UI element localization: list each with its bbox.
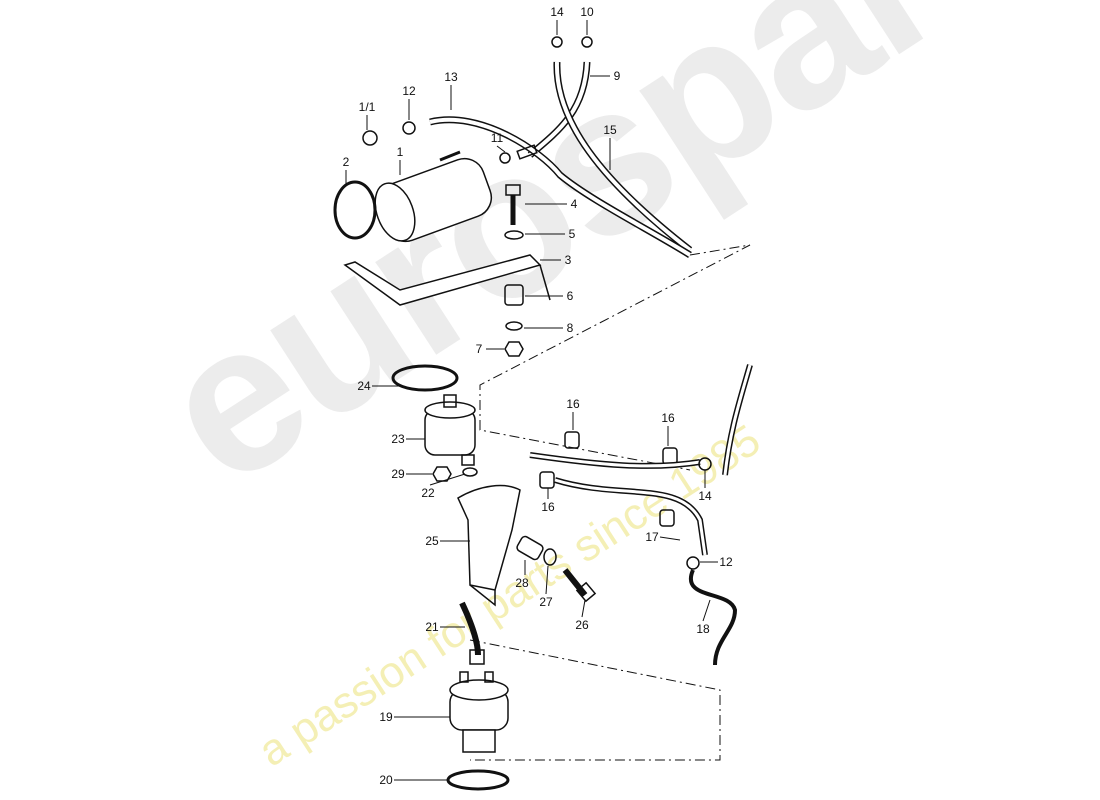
callout-7: 7	[475, 342, 483, 356]
callout-25: 25	[425, 534, 439, 548]
callout-9: 9	[613, 69, 621, 83]
clamp-2	[333, 180, 377, 240]
callout-2: 2	[342, 155, 350, 169]
sleeve-28	[516, 535, 544, 561]
clip-14-top	[551, 36, 563, 48]
callout-6: 6	[566, 289, 574, 303]
washer-8	[505, 321, 523, 331]
accumulator-19	[449, 671, 509, 753]
clamp-14b	[698, 457, 712, 471]
callout-15: 15	[603, 123, 617, 137]
callout-5: 5	[568, 227, 576, 241]
callout-16: 16	[541, 500, 555, 514]
fuel-filter-23	[424, 394, 476, 466]
callout-24: 24	[357, 379, 371, 393]
pipe-21	[459, 601, 481, 656]
callout-21: 21	[425, 620, 439, 634]
bolt-26	[562, 568, 588, 597]
callout-26: 26	[575, 618, 589, 632]
callout-10: 10	[580, 5, 594, 19]
sleeve-16b	[662, 447, 678, 465]
fuel-pump-1	[374, 150, 493, 243]
sleeve-16c	[539, 471, 555, 489]
callout-12: 12	[719, 555, 733, 569]
callout-28: 28	[515, 576, 529, 590]
nut-7	[504, 341, 524, 357]
fitting-17	[659, 509, 675, 527]
nut-29	[432, 466, 452, 482]
callout-11: 11	[490, 131, 504, 145]
callout-14: 14	[550, 5, 564, 19]
clamp-24	[391, 364, 459, 392]
banjo-1-1	[362, 130, 378, 146]
washer-27	[543, 548, 557, 566]
callout-23: 23	[391, 432, 405, 446]
leader-lines	[345, 20, 718, 781]
callout-22: 22	[421, 486, 435, 500]
callout-1-1: 1/1	[358, 100, 376, 114]
hose-14	[553, 61, 693, 253]
callout-12: 12	[402, 84, 416, 98]
bracket-25	[457, 484, 521, 591]
bracket-3	[343, 254, 542, 306]
callout-3: 3	[564, 253, 572, 267]
clamp-12	[402, 121, 416, 135]
washer-22	[462, 467, 478, 477]
callout-1: 1	[396, 145, 404, 159]
callout-14: 14	[698, 489, 712, 503]
clamp-20	[446, 769, 510, 791]
callout-18: 18	[696, 622, 710, 636]
line-18	[688, 569, 738, 666]
callout-27: 27	[539, 595, 553, 609]
callout-4: 4	[570, 197, 578, 211]
callout-17: 17	[645, 530, 659, 544]
callout-8: 8	[566, 321, 574, 335]
callout-16: 16	[661, 411, 675, 425]
sleeve-16a	[564, 431, 580, 449]
washer-5	[504, 230, 524, 240]
callout-20: 20	[379, 773, 393, 787]
clamp-12b	[686, 556, 700, 570]
clip-10-top	[581, 36, 593, 48]
callout-19: 19	[379, 710, 393, 724]
mount-6	[504, 284, 524, 306]
callout-16: 16	[566, 397, 580, 411]
clamp-11	[499, 152, 511, 164]
callout-29: 29	[391, 467, 405, 481]
callout-13: 13	[444, 70, 458, 84]
